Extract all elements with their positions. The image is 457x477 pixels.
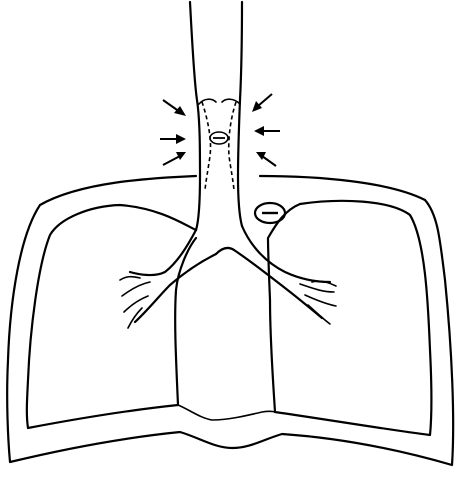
carina [216, 248, 234, 254]
compression-arrow-left-lower [163, 152, 186, 165]
pleural-negative-pressure-sign [255, 203, 285, 223]
right-main-bronchus-lower [234, 250, 322, 318]
right-bronchial-branches [300, 281, 336, 324]
diaphragm [178, 405, 275, 420]
trachea-narrowing-right [229, 102, 236, 190]
trachea-negative-pressure-sign [210, 132, 228, 144]
compression-arrow-right-upper [252, 94, 272, 112]
trachea-narrowing-lip-left [199, 99, 216, 104]
compression-arrow-left-upper [163, 100, 186, 116]
trachea-narrowing-left [202, 102, 211, 190]
compression-arrow-left-middle [160, 134, 186, 144]
trachea-narrowing-lip-right [222, 99, 240, 104]
right-lung [268, 201, 432, 435]
right-main-bronchus-upper [242, 226, 330, 282]
compression-arrow-right-middle [254, 126, 280, 136]
left-lung [27, 205, 196, 428]
thoracic-wall-outer [7, 176, 453, 465]
trachea-left-wall [190, 2, 200, 230]
compression-arrow-right-lower [256, 152, 276, 166]
left-bronchial-branches [120, 277, 150, 328]
trachea-right-wall [238, 2, 242, 226]
